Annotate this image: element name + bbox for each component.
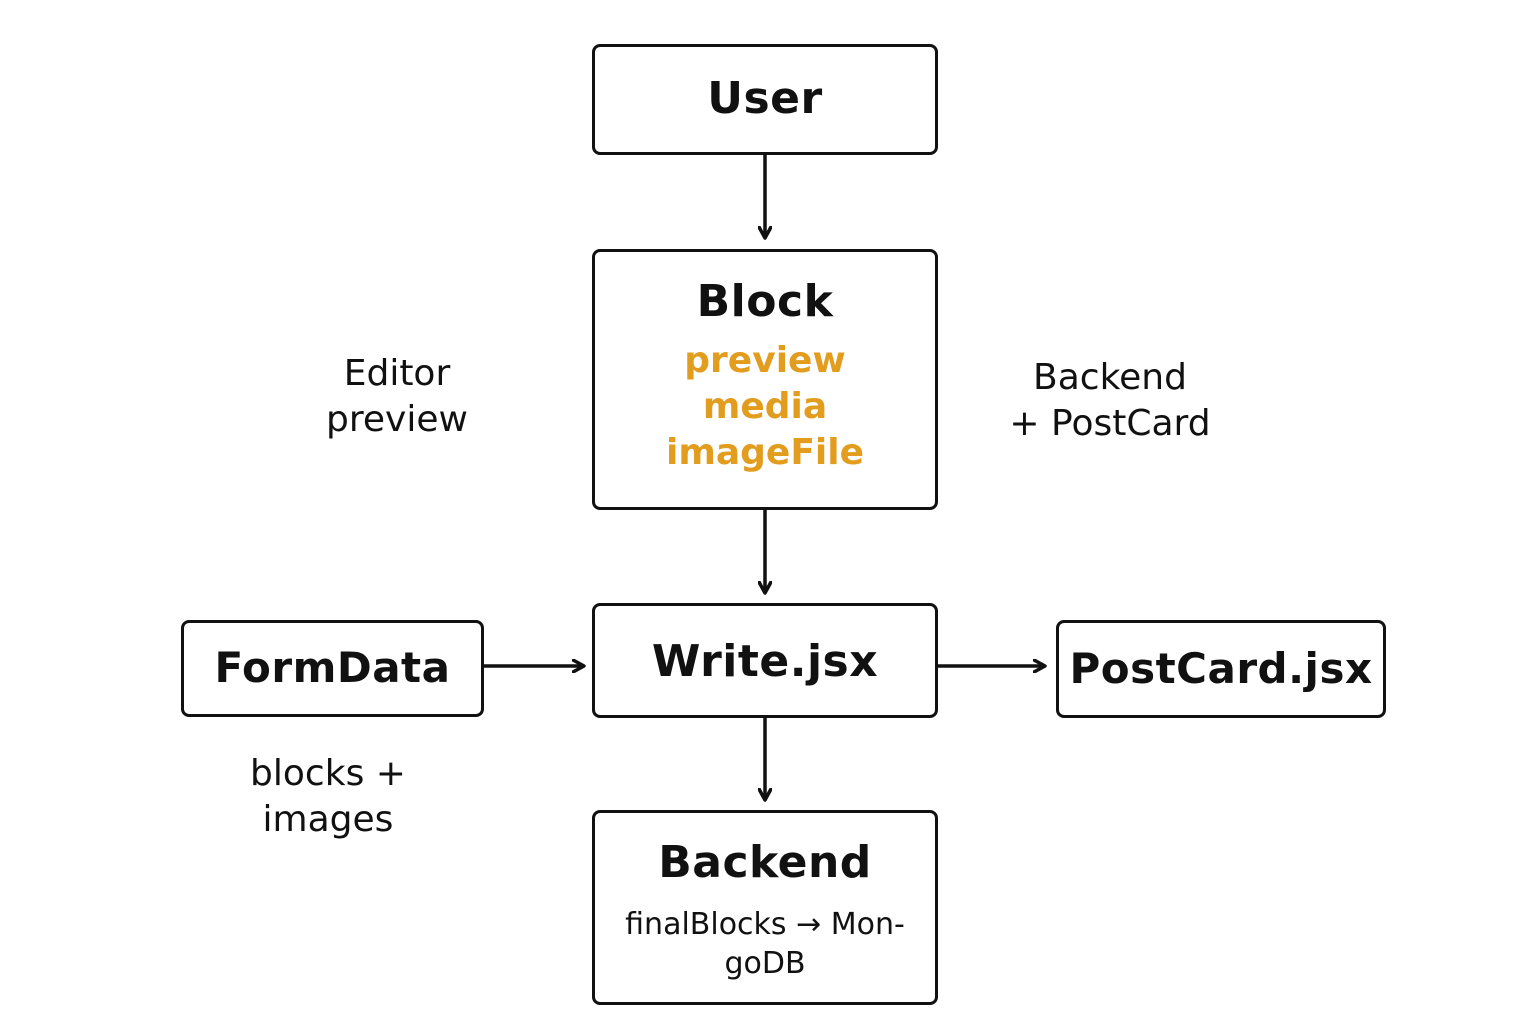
node-backend-title: Backend	[658, 837, 872, 888]
node-formdata-title: FormData	[214, 643, 451, 693]
node-postcard-title: PostCard.jsx	[1069, 643, 1373, 693]
block-field-preview: preview	[684, 340, 846, 382]
node-user-title: User	[707, 73, 823, 125]
node-write: Write.jsx	[592, 603, 938, 718]
node-user: User	[592, 44, 938, 155]
annotation-backend-postcard-line2: + PostCard	[1009, 403, 1211, 444]
node-backend-detail-line1: finalBlocks → Mon-	[625, 907, 905, 943]
node-backend-detail-line2: goDB	[724, 946, 806, 982]
annotation-editor-preview-line2: preview	[326, 399, 468, 440]
annotation-backend-postcard: Backend + PostCard	[990, 355, 1230, 447]
node-write-title: Write.jsx	[651, 636, 879, 687]
block-field-imagefile: imageFile	[665, 432, 865, 474]
annotation-blocks-images: blocks + images	[228, 751, 428, 843]
annotation-blocks-images-line2: images	[262, 799, 394, 840]
annotation-backend-postcard-line1: Backend	[1033, 357, 1187, 398]
annotation-blocks-images-line1: blocks +	[250, 753, 406, 794]
node-backend: Backend finalBlocks → Mon- goDB	[592, 810, 938, 1005]
block-field-media: media	[702, 386, 828, 428]
annotation-editor-preview: Editor preview	[297, 351, 497, 443]
node-postcard: PostCard.jsx	[1056, 620, 1386, 718]
node-formdata: FormData	[181, 620, 484, 717]
annotation-editor-preview-line1: Editor	[343, 353, 451, 394]
node-block: Block preview media imageFile	[592, 249, 938, 510]
node-block-title: Block	[696, 276, 834, 327]
